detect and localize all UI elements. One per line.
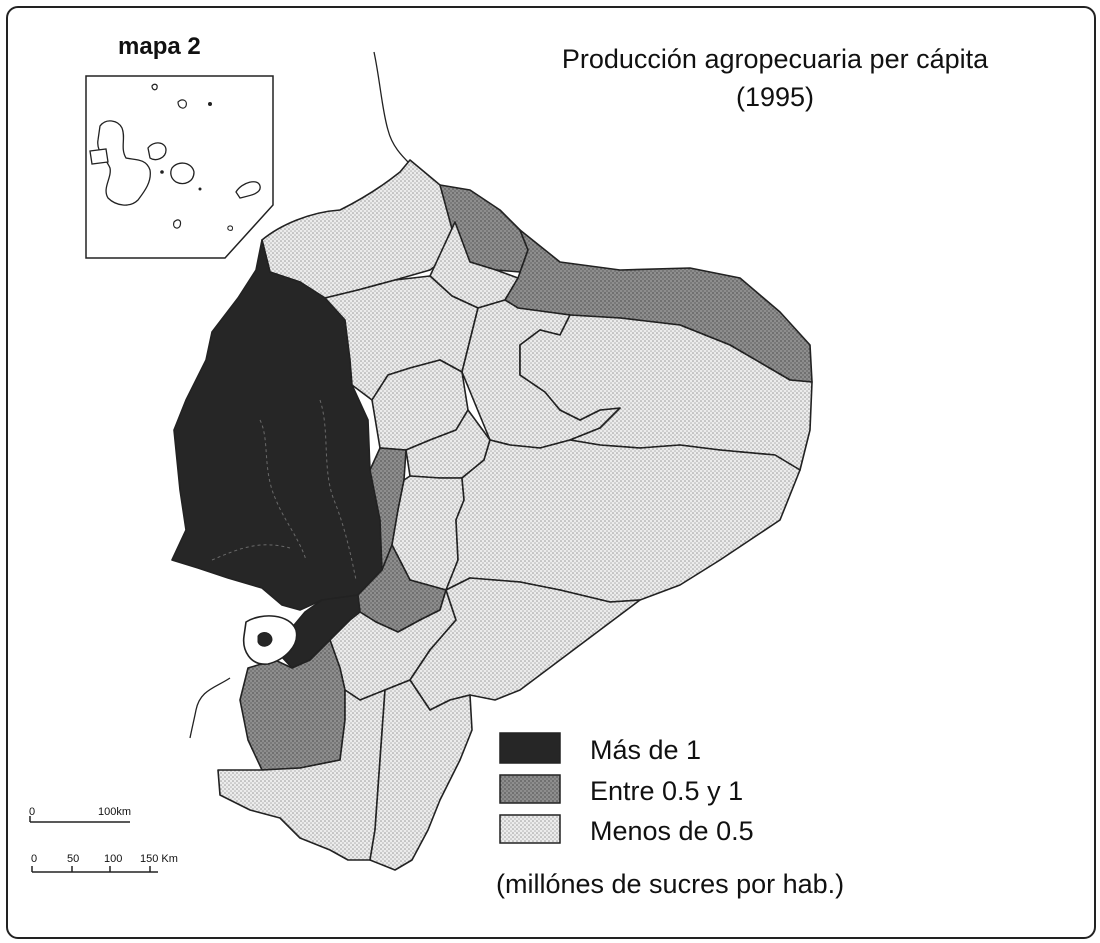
scale-bar-km: 0 100km <box>29 806 131 823</box>
internal-line-2 <box>319 399 357 581</box>
scale-tick-50: 50 <box>67 853 79 865</box>
scale-tick-150: 150 Km <box>140 853 178 865</box>
legend-swatch-light <box>499 814 561 844</box>
galapagos-inset <box>85 75 274 259</box>
region-zamora <box>369 679 473 871</box>
scale-tick-100: 100 <box>104 853 122 865</box>
legend-label-dark: Más de 1 <box>590 735 701 765</box>
internal-line-1 <box>259 419 307 561</box>
map-label: mapa 2 <box>118 33 201 60</box>
legend-swatch-dark <box>499 732 561 764</box>
legend-units: (millónes de sucres por hab.) <box>496 869 844 899</box>
legend-label-mid: Entre 0.5 y 1 <box>590 776 743 806</box>
legend-label-light: Menos de 0.5 <box>590 816 754 846</box>
region-pastaza <box>445 439 801 603</box>
scale-top-end: 100km <box>98 806 131 818</box>
region-morona <box>409 577 641 711</box>
scale-bar-bottom: 0 50 100 150 Km <box>31 853 178 873</box>
internal-line-3 <box>211 544 291 561</box>
legend-swatch-mid <box>499 774 561 804</box>
ecuador-mainland <box>171 159 813 871</box>
southern-border-line <box>189 677 231 739</box>
scale-tick-0: 0 <box>31 853 37 865</box>
map-title: Producción agropecuaria per cápita <box>562 44 989 74</box>
map-year: (1995) <box>736 82 814 112</box>
scale-top-zero: 0 <box>29 806 35 818</box>
legend: Más de 1 Entre 0.5 y 1 Menos de 0.5 (mil… <box>496 732 844 899</box>
northern-border-line <box>373 51 411 165</box>
region-esmeraldas <box>261 159 456 299</box>
